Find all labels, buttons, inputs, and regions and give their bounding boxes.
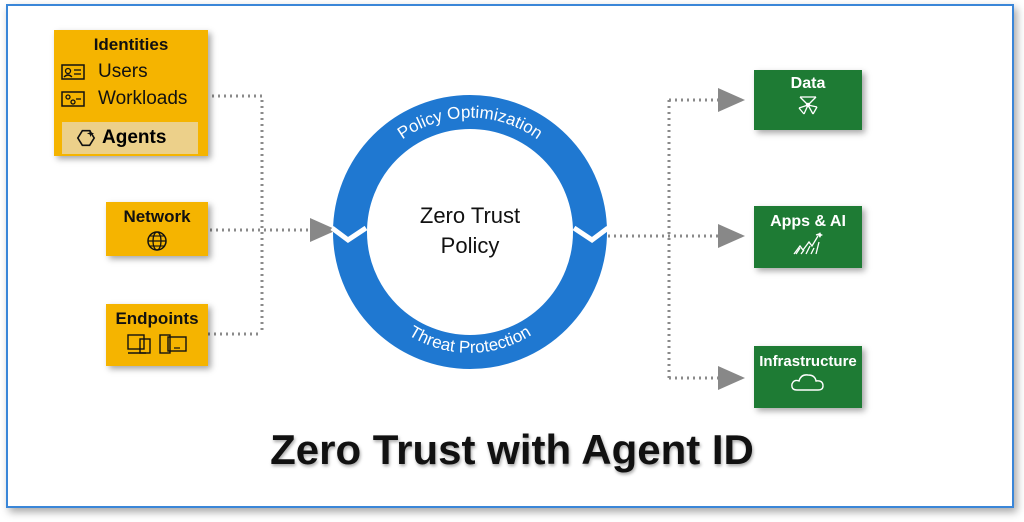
endpoints-title: Endpoints [115,309,199,328]
center-line-2: Policy [440,233,500,258]
workload-icon [61,90,85,107]
globe-icon [147,231,167,251]
network-title: Network [123,207,191,226]
policy-ring: Policy Optimization Threat Protection [330,95,610,369]
agent-icon [76,129,96,147]
center-line-1: Zero Trust [419,203,521,228]
center-policy-text: Zero Trust Policy [386,201,554,261]
identities-title: Identities [93,35,169,54]
identity-item-agents: Agents [62,122,198,154]
identity-label-users: Users [98,60,148,82]
apps-ai-title: Apps & AI [770,213,846,230]
identity-item-workloads: Workloads [54,85,208,112]
infrastructure-title: Infrastructure [759,353,857,370]
cloud-icon [791,374,824,391]
devices-icon [127,334,187,354]
identity-label-workloads: Workloads [98,87,188,109]
network-node-icon [798,96,818,115]
network-box: Network [106,202,208,256]
user-card-icon [61,63,85,80]
identity-item-users: Users [54,58,208,85]
main-title: Zero Trust with Agent ID [270,426,754,473]
infrastructure-box: Infrastructure [754,346,862,408]
data-box: Data [754,70,862,130]
data-title: Data [790,75,826,92]
endpoints-box: Endpoints [106,304,208,366]
chart-icon [793,232,823,255]
connector-identities [212,94,264,334]
apps-ai-box: Apps & AI [754,206,862,268]
identity-label-agents: Agents [102,127,167,148]
